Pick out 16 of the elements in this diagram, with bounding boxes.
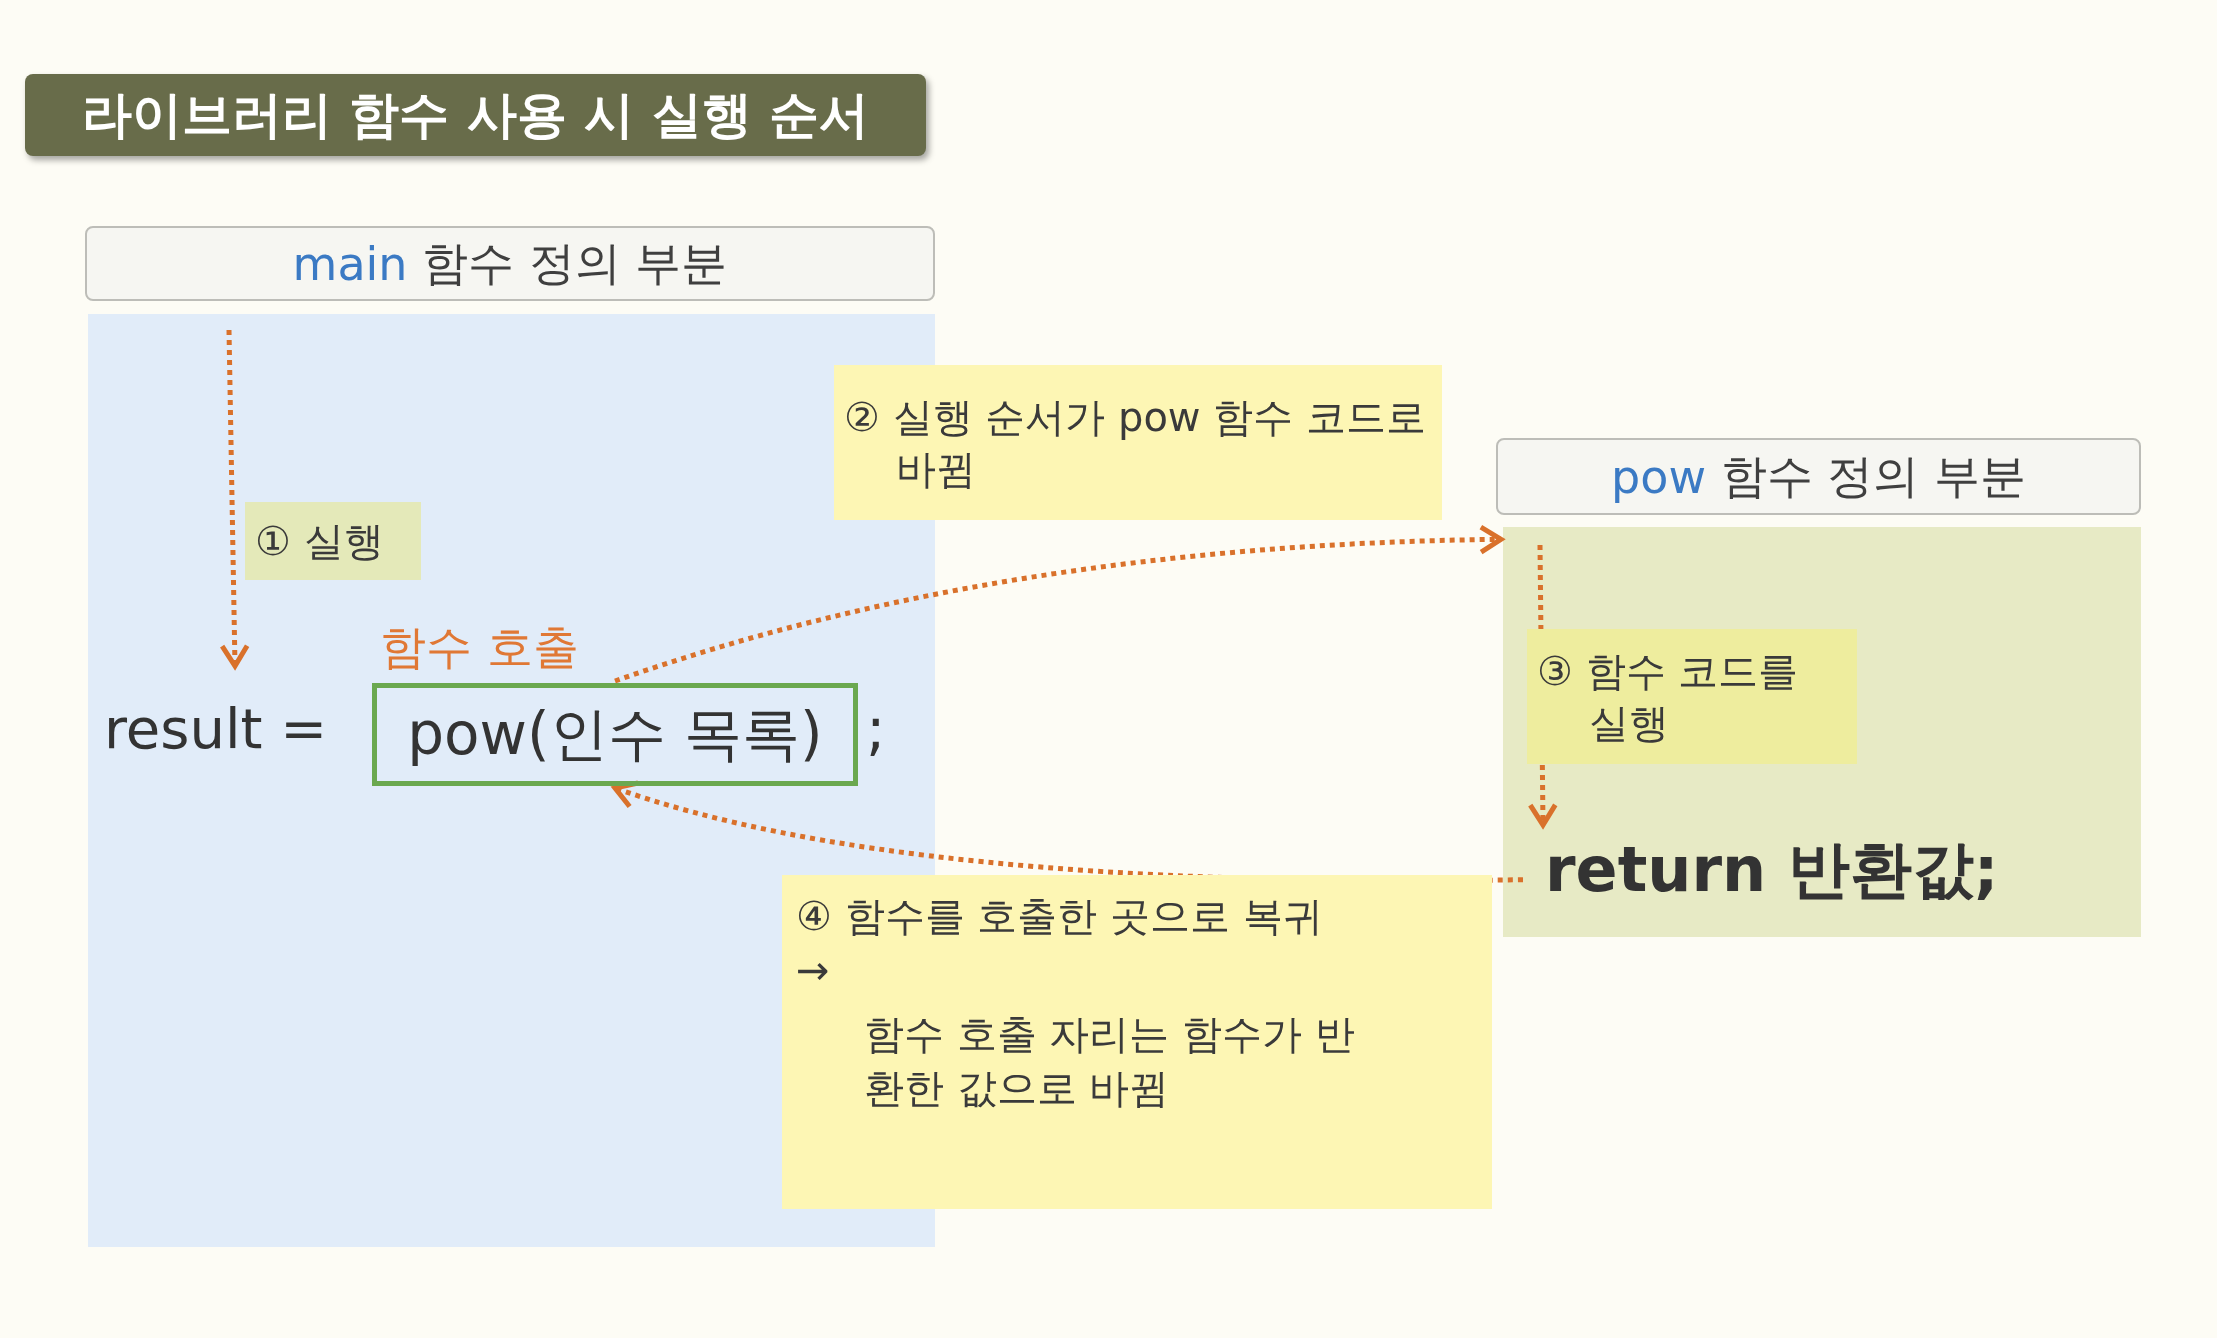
arrow [219, 329, 250, 669]
header-box: pow 함수 정의 부분 [1496, 438, 2141, 515]
panel-background [1503, 527, 2141, 937]
code-text: result = [100, 668, 370, 788]
note-box: ① 실행 [245, 502, 421, 580]
function-call-box: pow(인수 목록) [372, 683, 858, 786]
arrow [1527, 544, 1558, 828]
code-text: return 반환값; [1525, 827, 2025, 912]
code-text: ; [866, 695, 886, 763]
title-bar: 라이브러리 함수 사용 시 실행 순서 [25, 74, 926, 156]
note-box: ④ 함수를 호출한 곳으로 복귀 → 함수 호출 자리는 함수가 반환한 값으로 바뀜 [782, 875, 1492, 1209]
header-box: main 함수 정의 부분 [85, 226, 935, 301]
note-box: ③ 함수 코드를 실행 [1527, 629, 1857, 764]
arrow [614, 524, 1504, 684]
note-box: ② 실행 순서가 pow 함수 코드로 바뀜 [834, 365, 1442, 520]
caption-text: 함수 호출 [380, 619, 579, 676]
